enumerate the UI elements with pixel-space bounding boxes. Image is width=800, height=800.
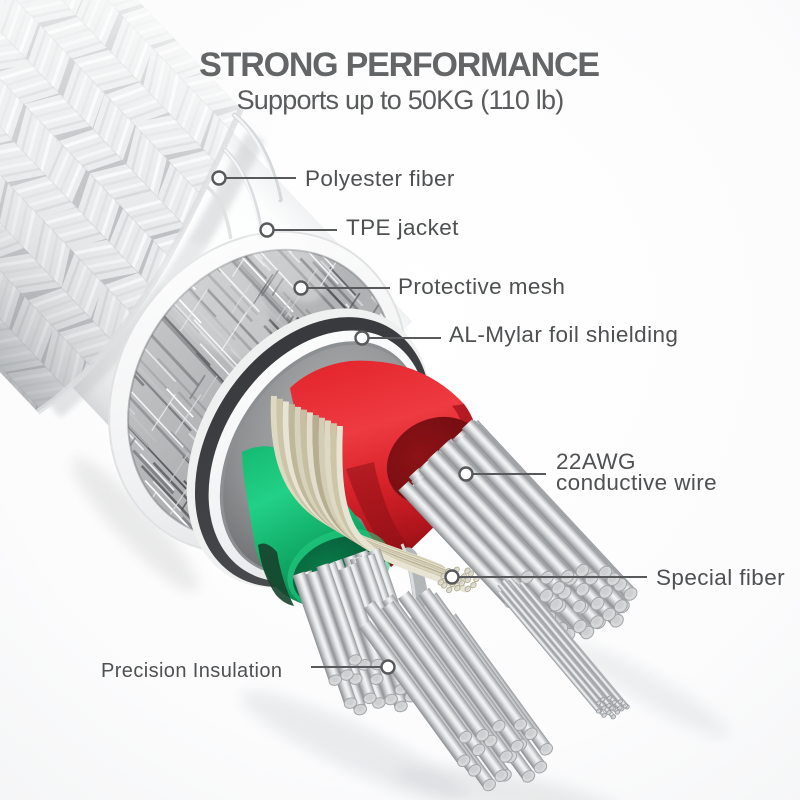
svg-text:AL-Mylar foil shielding: AL-Mylar foil shielding: [449, 322, 678, 347]
svg-text:Polyester fiber: Polyester fiber: [305, 166, 455, 191]
svg-text:Protective mesh: Protective mesh: [398, 274, 565, 299]
svg-text:Special fiber: Special fiber: [656, 565, 785, 590]
svg-text:STRONG PERFORMANCE: STRONG PERFORMANCE: [199, 46, 599, 84]
svg-text:TPE jacket: TPE jacket: [346, 215, 459, 240]
svg-text:22AWG: 22AWG: [556, 449, 636, 474]
svg-text:conductive wire: conductive wire: [556, 470, 717, 495]
svg-text:Precision Insulation: Precision Insulation: [101, 660, 282, 682]
svg-text:Supports up to 50KG (110 lb): Supports up to 50KG (110 lb): [237, 85, 564, 115]
